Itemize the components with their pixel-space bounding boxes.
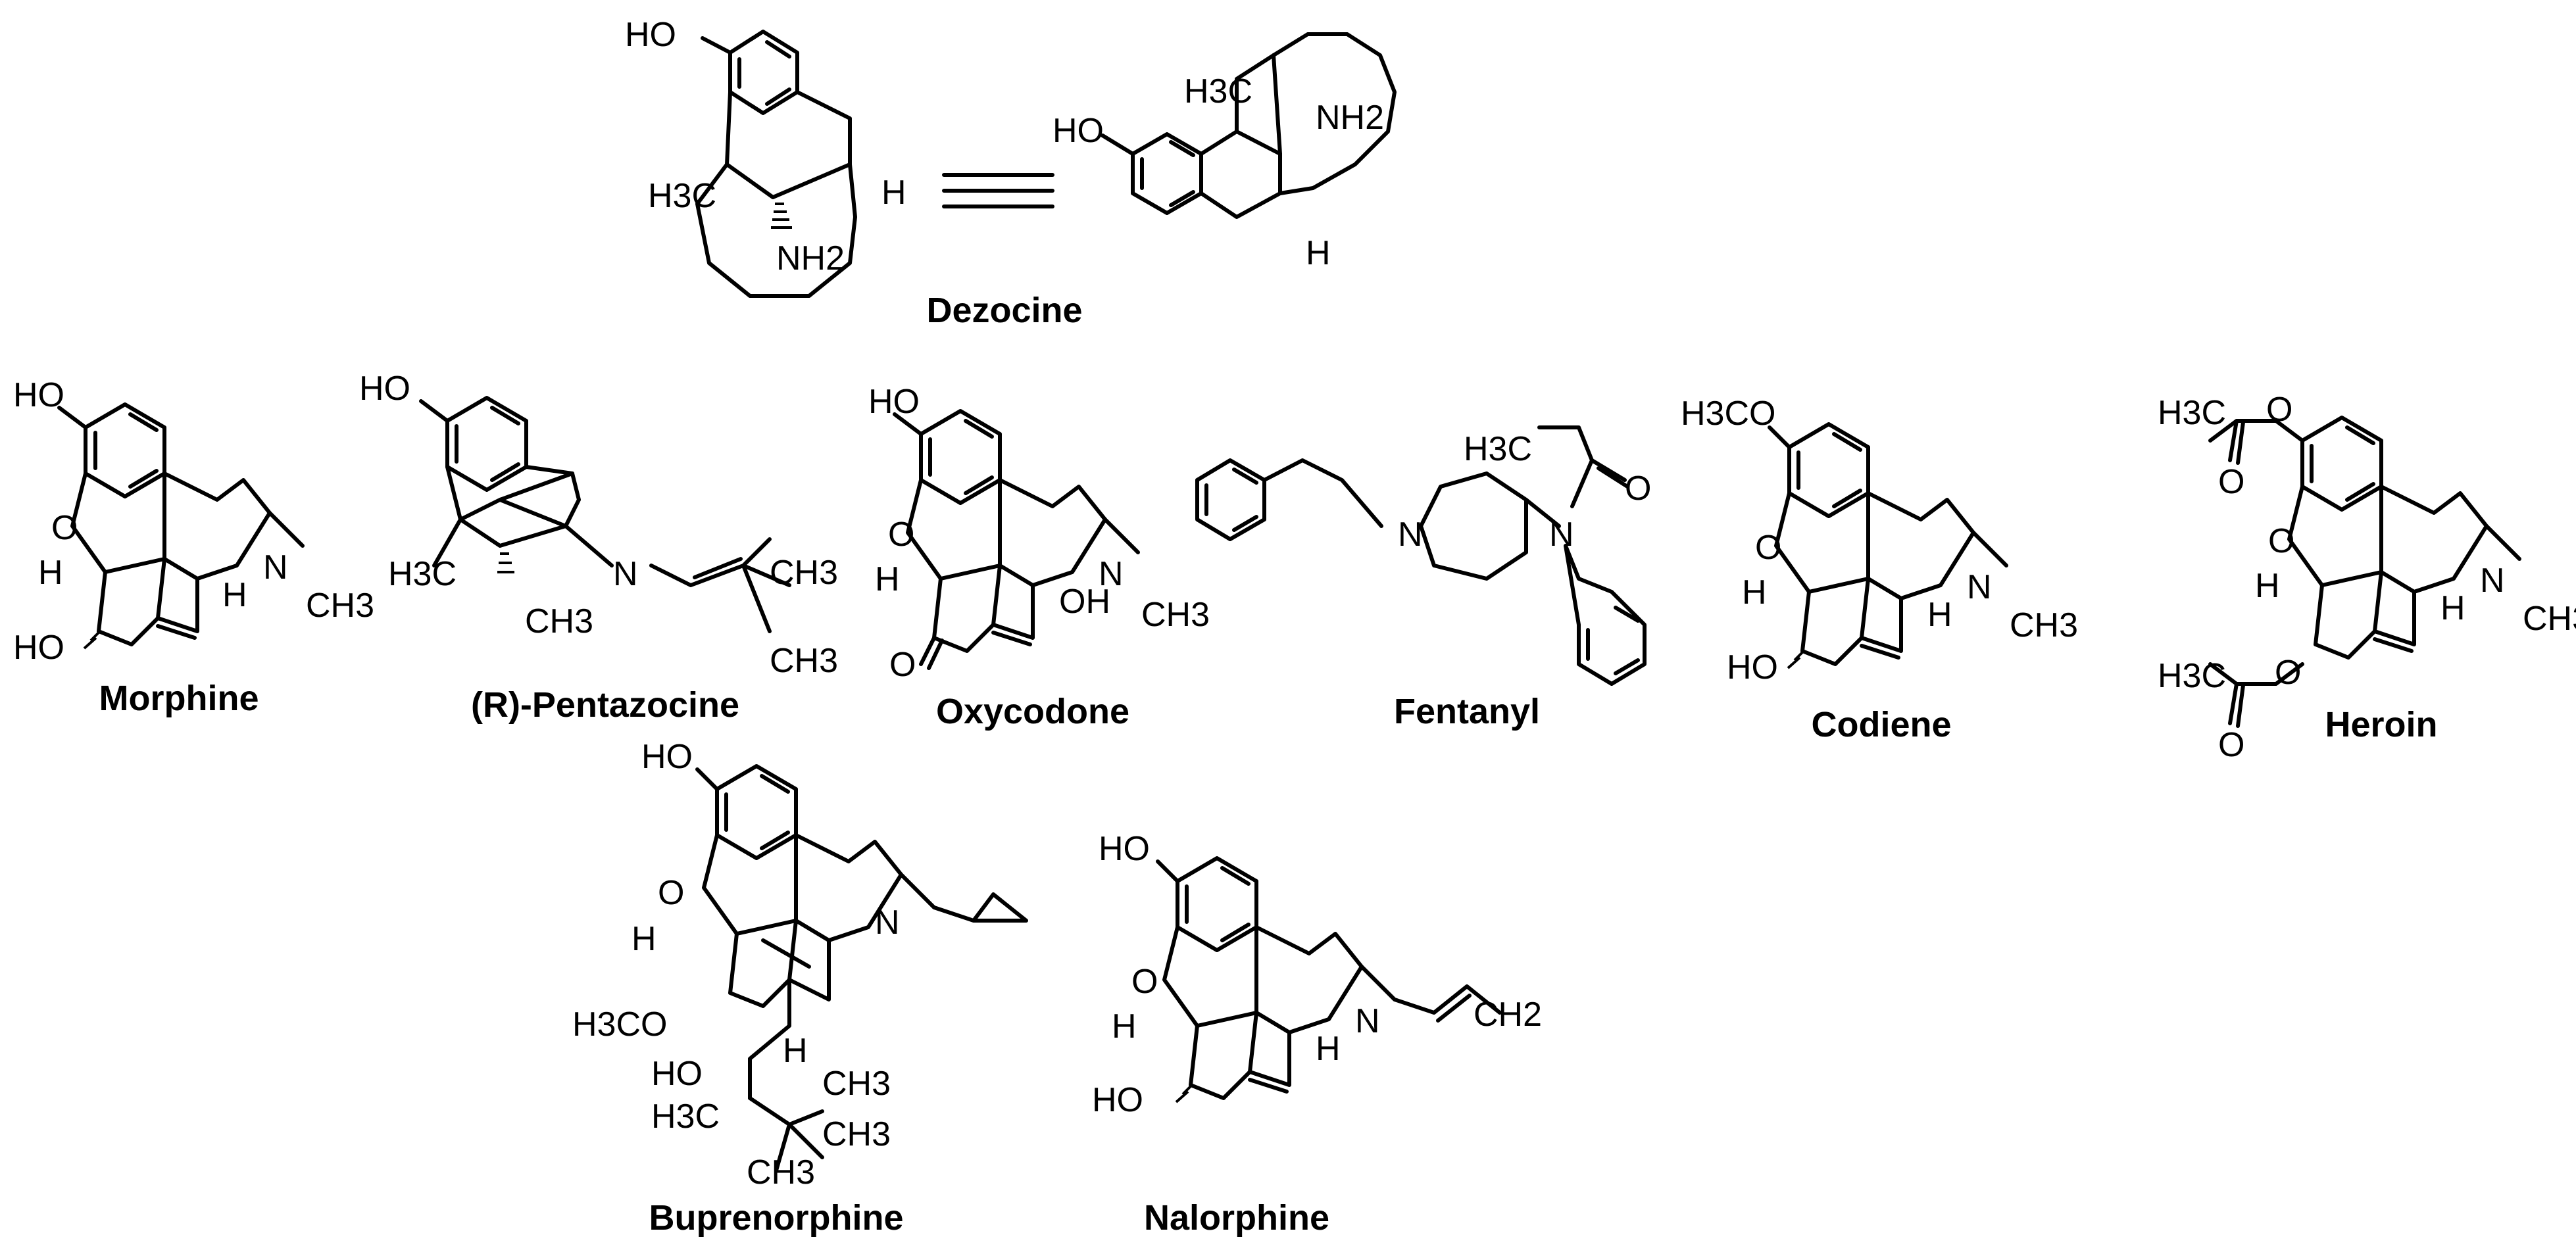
heroin-methyl-top: H3C (2158, 394, 2226, 432)
heroin-h-right: H (2440, 589, 2465, 627)
nalorphine-ho-top: HO (1099, 830, 1150, 868)
nalorphine-h-right: H (1316, 1030, 1341, 1068)
pentazocine-n: N (613, 555, 638, 593)
nalorphine-ch2: CH2 (1474, 996, 1542, 1034)
buprenorphine-h-left: H (632, 920, 656, 958)
oxycodone-name: Oxycodone (936, 692, 1129, 731)
codiene-h-left: H (1742, 573, 1767, 612)
pentazocine-structure: HO H3C N CH3 CH3 CH3 (359, 370, 838, 680)
dezocine-amine-label: NH2 (776, 239, 845, 277)
pentazocine-methyl-mid: CH3 (525, 602, 593, 640)
buprenorphine-methoxy: H3CO (572, 1005, 667, 1044)
codiene-h-right: H (1927, 596, 1952, 634)
buprenorphine-methyl-left: H3C (651, 1097, 720, 1136)
pentazocine-methyl-bottom: CH3 (770, 642, 838, 680)
buprenorphine-name: Buprenorphine (649, 1198, 904, 1238)
heroin-carbonyl-o-top: O (2218, 463, 2244, 501)
oxycodone-structure: HO O H N CH3 OH O (868, 383, 1210, 684)
dezocine-name: Dezocine (926, 291, 1082, 330)
codiene-methoxy: H3CO (1681, 395, 1775, 433)
morphine-n-label: N (263, 548, 288, 587)
oxycodone-o-ring: O (888, 516, 914, 554)
nalorphine-name: Nalorphine (1144, 1198, 1329, 1238)
nalorphine-structure: HO O H N H HO CH2 (1092, 830, 1542, 1119)
oxycodone-n: N (1099, 555, 1124, 593)
buprenorphine-structure: HO O H N H3CO H HO H3C CH3 CH3 CH3 (572, 738, 1028, 1192)
dezocine-ho-label: HO (625, 16, 676, 54)
heroin-ester-o-bottom: O (2275, 654, 2301, 692)
heroin-methyl-n: CH3 (2523, 600, 2576, 638)
codiene-methyl: CH3 (2010, 606, 2078, 644)
oxycodone-ho: HO (868, 383, 920, 421)
morphine-h-right: H (222, 576, 247, 614)
pentazocine-ho: HO (359, 370, 410, 408)
codiene-name: Codiene (1811, 705, 1951, 744)
nalorphine-ho-bottom: HO (1092, 1081, 1143, 1119)
nalorphine-h-left: H (1112, 1007, 1137, 1046)
buprenorphine-o-ring: O (658, 874, 684, 912)
heroin-n: N (2480, 562, 2505, 600)
heroin-name: Heroin (2325, 705, 2437, 744)
fentanyl-name: Fentanyl (1394, 692, 1540, 731)
fentanyl-n-piperidine: N (1398, 516, 1423, 554)
nalorphine-n: N (1355, 1002, 1380, 1040)
nalorphine-o-ring: O (1131, 963, 1158, 1001)
morphine-structure: HO O H N CH3 H HO (13, 376, 374, 667)
dezocine-alternate-structure: HO H3C NH2 H (1053, 32, 1397, 272)
buprenorphine-ho-bottom: HO (651, 1055, 703, 1093)
pentazocine-methyl-left: H3C (388, 555, 457, 593)
morphine-name: Morphine (99, 679, 259, 718)
heroin-structure: H3C O O O H N CH3 H H3C O O (2158, 391, 2576, 764)
pentazocine-name: (R)-Pentazocine (471, 685, 739, 725)
heroin-methyl-bottom: H3C (2158, 657, 2226, 695)
fentanyl-structure: N N H3C O (1195, 425, 1651, 686)
morphine-ho-top: HO (13, 376, 64, 414)
dezocine-methyl-label: H3C (648, 177, 716, 215)
dezocine-alt-ho-label: HO (1053, 112, 1104, 150)
codiene-o-ring: O (1755, 529, 1781, 567)
morphine-ho-bottom: HO (13, 629, 64, 667)
equivalence-sign (942, 173, 1054, 208)
heroin-h-left: H (2255, 567, 2280, 605)
buprenorphine-tbu-methyl-3: CH3 (747, 1153, 815, 1192)
buprenorphine-h-right: H (783, 1032, 808, 1070)
dezocine-h-label: H (881, 174, 906, 212)
dezocine-alt-h-label: H (1306, 234, 1331, 272)
morphine-methyl-label: CH3 (306, 587, 374, 625)
morphine-h-left: H (38, 554, 63, 592)
fentanyl-n-amide: N (1549, 516, 1574, 554)
heroin-ester-o-top: O (2266, 391, 2292, 429)
buprenorphine-n: N (875, 904, 900, 942)
buprenorphine-ho-top: HO (641, 738, 693, 776)
pentazocine-methyl-top: CH3 (770, 554, 838, 592)
codiene-ho: HO (1727, 648, 1778, 687)
fentanyl-methyl: H3C (1464, 430, 1532, 468)
heroin-carbonyl-o-bottom: O (2218, 726, 2244, 764)
fentanyl-carbonyl-o: O (1625, 470, 1651, 508)
dezocine-structure: HO H3C NH2 H (625, 16, 906, 298)
morphine-o-label: O (51, 509, 78, 547)
dezocine-alt-amine-label: NH2 (1316, 99, 1384, 137)
buprenorphine-tbu-methyl-1: CH3 (822, 1065, 891, 1103)
oxycodone-oh: OH (1059, 583, 1110, 621)
codiene-structure: H3CO O H N CH3 H HO (1681, 395, 2078, 687)
buprenorphine-tbu-methyl-2: CH3 (822, 1115, 891, 1153)
codiene-n: N (1967, 568, 1992, 606)
oxycodone-h: H (875, 560, 900, 598)
oxycodone-ketone-o: O (889, 646, 916, 684)
heroin-o-ring: O (2268, 522, 2294, 560)
dezocine-alt-methyl-label: H3C (1184, 72, 1252, 110)
oxycodone-methyl: CH3 (1141, 596, 1210, 634)
